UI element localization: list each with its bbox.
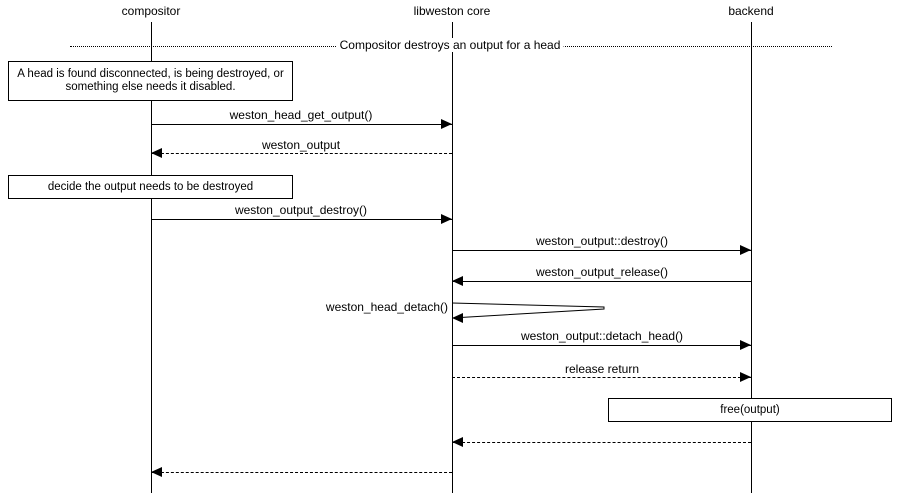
title-separator-label: Compositor destroys an output for a head: [336, 38, 564, 52]
msg-weston-output-release-line: [452, 281, 751, 282]
msg-weston-output-destroy-vfunc-label: weston_output::destroy(): [533, 234, 671, 248]
actor-header-backend: backend: [728, 4, 774, 18]
note-free-output: free(output): [608, 398, 892, 422]
msg-weston-output-release-label: weston_output_release(): [533, 265, 671, 279]
msg-weston-head-detach-arrowhead: [452, 313, 463, 323]
msg-weston-output-destroy-vfunc-line: [452, 250, 751, 251]
msg-weston-output-detach-head-label: weston_output::detach_head(): [518, 329, 686, 343]
msg-weston-output-detach-head-line: [452, 345, 751, 346]
msg-release-return-line: [452, 377, 751, 378]
msg-core-return-arrowhead: [151, 467, 162, 477]
msg-weston-output-destroy-arrowhead: [441, 214, 452, 224]
msg-weston-output-return-line: [151, 153, 452, 154]
lifeline-libweston-core: [452, 22, 453, 493]
msg-backend-return-line: [452, 442, 751, 443]
note-decide-destroy: decide the output needs to be destroyed: [8, 175, 293, 199]
msg-weston-head-detach-selfcall: [452, 302, 605, 319]
msg-backend-return-arrowhead: [452, 437, 463, 447]
msg-weston-head-get-output-line: [151, 124, 452, 125]
note-decide-destroy-text: decide the output needs to be destroyed: [47, 180, 254, 193]
msg-release-return-label: release return: [562, 362, 642, 376]
msg-weston-output-return-label: weston_output: [259, 138, 343, 152]
msg-core-return-line: [151, 472, 452, 473]
note-head-disconnected-text: A head is found disconnected, is being d…: [17, 68, 284, 93]
lifeline-backend: [751, 22, 752, 493]
msg-weston-head-get-output-label: weston_head_get_output(): [227, 108, 375, 122]
actor-header-libweston-core: libweston core: [413, 4, 491, 18]
msg-weston-output-return-arrowhead: [151, 148, 162, 158]
msg-weston-output-detach-head-arrowhead: [740, 340, 751, 350]
actor-header-compositor: compositor: [121, 4, 181, 18]
lifeline-compositor: [151, 22, 152, 493]
msg-weston-output-destroy-label: weston_output_destroy(): [232, 203, 370, 217]
msg-release-return-arrowhead: [740, 372, 751, 382]
msg-weston-head-get-output-arrowhead: [441, 119, 452, 129]
msg-weston-head-detach-label: weston_head_detach(): [325, 300, 448, 314]
msg-weston-output-release-arrowhead: [452, 276, 463, 286]
msg-weston-output-destroy-vfunc-arrowhead: [740, 245, 751, 255]
msg-weston-output-destroy-line: [151, 219, 452, 220]
note-head-disconnected: A head is found disconnected, is being d…: [8, 61, 293, 101]
note-free-output-text: free(output): [720, 403, 780, 416]
